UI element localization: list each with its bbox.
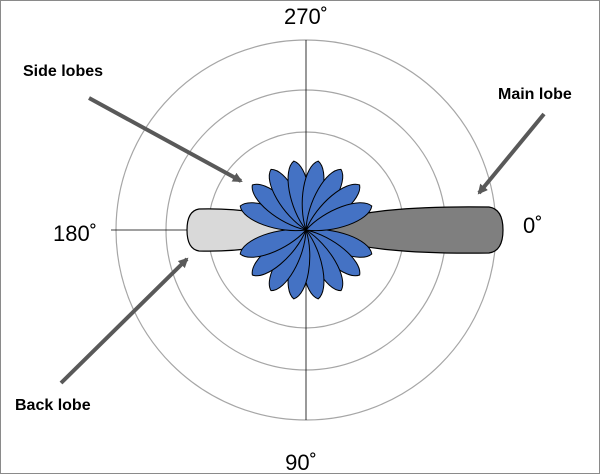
back-lobe-arrow: [59, 257, 189, 385]
main-lobe-arrow: [477, 112, 546, 195]
side-lobes-arrow: [88, 96, 243, 183]
side-lobes-label: Side lobes: [23, 63, 103, 80]
back-lobe-label: Back lobe: [15, 397, 91, 414]
side-lobe-petal: [239, 228, 308, 258]
side-lobe-petal: [304, 202, 373, 232]
side-lobes: [239, 160, 373, 300]
angle-label-270: 270˚: [284, 4, 328, 29]
angle-label-180: 180˚: [53, 221, 97, 246]
angle-label-90: 90˚: [285, 450, 317, 475]
main-lobe-label: Main lobe: [498, 86, 572, 103]
angle-label-0: 0˚: [523, 213, 543, 238]
